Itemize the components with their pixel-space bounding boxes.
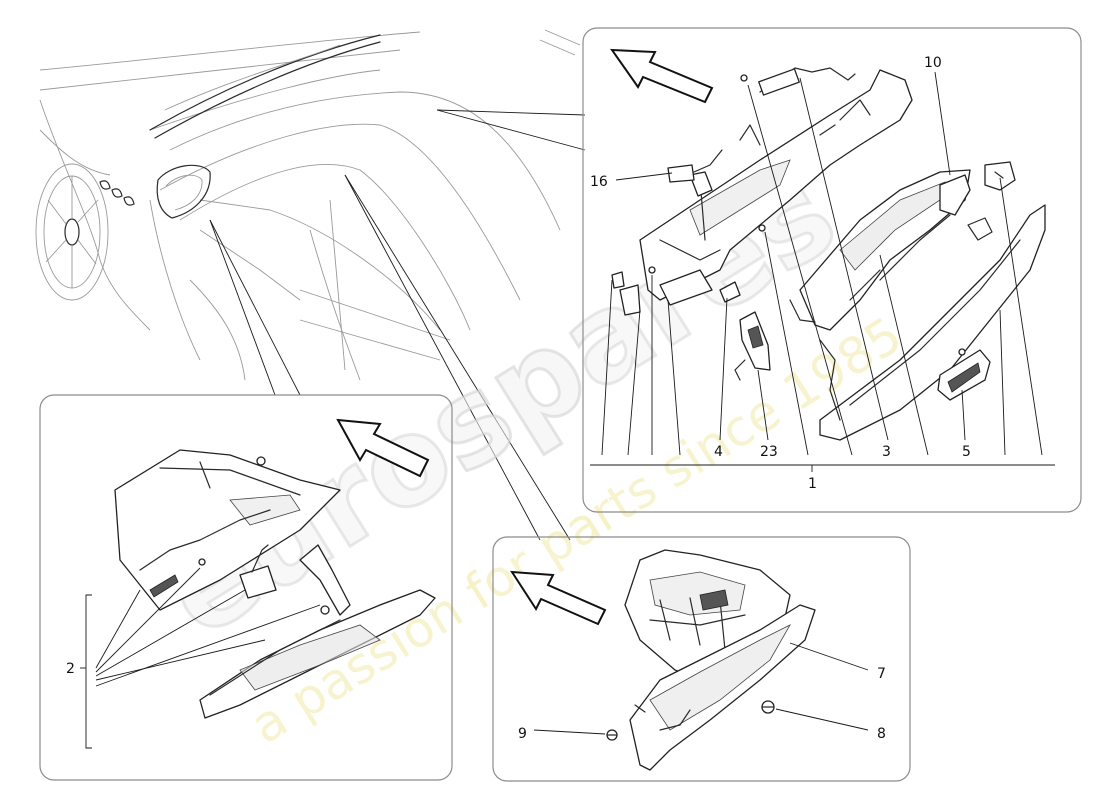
direction-arrow-icon [610,48,714,104]
callout-4: 4 [714,444,723,460]
car-outline [35,29,581,381]
callout-labels: 1 2 3 4 5 7 8 9 10 16 23 [66,55,971,742]
callout-5: 5 [962,444,971,460]
zoom-connector-lines [209,109,586,541]
callout-3: 3 [882,444,891,460]
direction-arrow-icon [510,570,607,626]
callout-7: 7 [877,666,886,682]
callout-2: 2 [66,661,75,677]
panel-glovebox-frame [39,394,453,781]
panel-glovebox-drawer [492,536,911,782]
callout-10: 10 [924,55,942,71]
callout-16: 16 [590,174,608,190]
callout-8: 8 [877,726,886,742]
direction-arrow-icon [336,418,430,478]
callout-23: 23 [760,444,778,460]
wheel [35,163,109,301]
callout-1: 1 [808,476,817,492]
callout-9: 9 [518,726,527,742]
panel-glovebox-assembly [582,27,1082,513]
